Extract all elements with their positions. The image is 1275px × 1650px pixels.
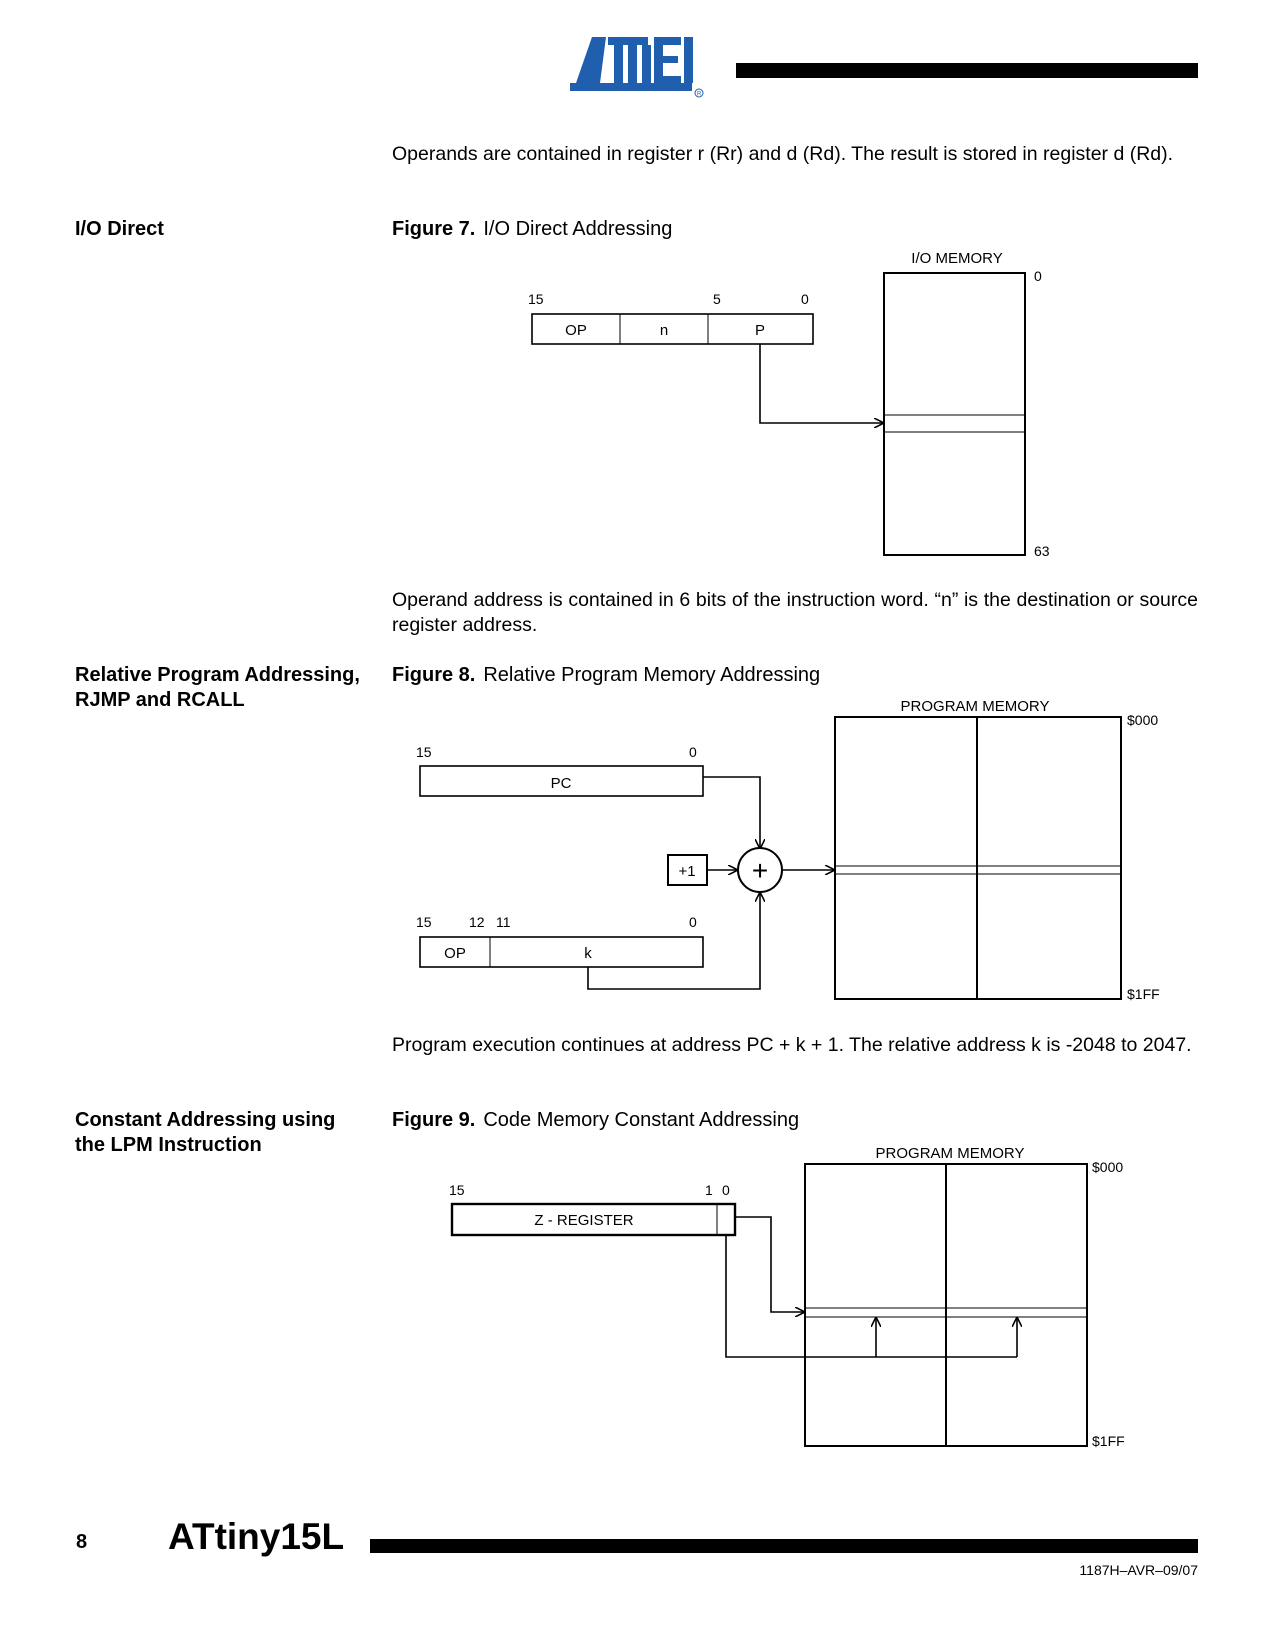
fig8-field-k: k [584, 945, 592, 962]
figure-9-caption: Figure 9. Code Memory Constant Addressing [392, 1108, 799, 1133]
fig9-byte-select-line [725, 1235, 1017, 1358]
fig8-plus-one: +1 [678, 863, 695, 880]
fig8-k-bit-11: 11 [496, 914, 511, 930]
fig8-k-bit-15: 15 [416, 914, 432, 930]
svg-text:R: R [697, 92, 702, 98]
fig9-bit-1: 1 [705, 1182, 713, 1198]
fig7-mem-top: 0 [1034, 268, 1042, 284]
fig8-pc-label: PC [551, 775, 572, 792]
fig7-field-p: P [755, 322, 765, 339]
figure-7-diagram: I/O MEMORY 0 63 15 5 0 OP n P [528, 250, 1050, 559]
section-heading-constant-line1: Constant Addressing using [75, 1109, 336, 1131]
section-heading-constant: Constant Addressing using the LPM Instru… [75, 1108, 375, 1158]
fig7-mem-bottom: 63 [1034, 543, 1050, 559]
fig8-mem-top: $000 [1127, 712, 1158, 728]
header-rule [736, 63, 1198, 78]
paragraph-operands: Operands are contained in register r (Rr… [392, 143, 1174, 165]
figure-9-title: Code Memory Constant Addressing [483, 1109, 800, 1131]
fig8-pc-arrow [703, 776, 760, 848]
fig7-bit-15: 15 [528, 291, 544, 307]
paragraph-operand-address: Operand address is contained in 6 bits o… [392, 589, 1198, 636]
section-heading-io-direct: I/O Direct [75, 218, 164, 240]
fig8-adder-symbol: + [752, 855, 768, 886]
footer-rule [370, 1539, 1198, 1553]
fig8-pc-bit-0: 0 [689, 744, 697, 760]
fig7-memory-label: I/O MEMORY [911, 250, 1002, 267]
fig9-address-arrow [735, 1216, 804, 1312]
fig8-pc-bit-15: 15 [416, 744, 432, 760]
figure-9-label: Figure 9. [392, 1109, 476, 1131]
figure-8-title: Relative Program Memory Addressing [483, 664, 821, 686]
fig9-memory-label: PROGRAM MEMORY [876, 1145, 1025, 1162]
figure-7-label: Figure 7. [392, 218, 476, 240]
fig7-bit-0: 0 [801, 291, 809, 307]
paragraph-program-execution: Program execution continues at address P… [392, 1034, 1192, 1056]
figure-9-diagram: PROGRAM MEMORY $000 $1FF 15 1 0 Z - REGI… [449, 1145, 1125, 1449]
fig7-arrow [759, 344, 883, 423]
fig9-z-label: Z - REGISTER [534, 1212, 633, 1229]
fig9-bit-0: 0 [722, 1182, 730, 1198]
fig8-k-bit-0: 0 [689, 914, 697, 930]
page-number: 8 [76, 1531, 88, 1553]
fig8-k-bit-12: 12 [469, 914, 485, 930]
section-heading-relative-line2: RJMP and RCALL [75, 689, 245, 711]
figure-7-title: I/O Direct Addressing [483, 218, 673, 240]
figure-8-diagram: PROGRAM MEMORY $000 $1FF 15 0 PC +1 + 15… [416, 698, 1160, 1002]
fig7-instruction-word [531, 313, 814, 345]
section-heading-relative: Relative Program Addressing, RJMP and RC… [75, 663, 375, 713]
atmel-logo: R [570, 35, 705, 99]
fig8-field-op: OP [444, 945, 466, 962]
figure-7-caption: Figure 7. I/O Direct Addressing [392, 217, 672, 242]
figure-8-caption: Figure 8. Relative Program Memory Address… [392, 663, 820, 688]
fig8-mem-bottom: $1FF [1127, 986, 1160, 1002]
fig7-io-memory-block [883, 272, 1026, 556]
document-code: 1187H–AVR–09/07 [1079, 1562, 1198, 1578]
figure-8-label: Figure 8. [392, 664, 476, 686]
section-heading-relative-line1: Relative Program Addressing, [75, 664, 360, 686]
fig9-bit-15: 15 [449, 1182, 465, 1198]
section-heading-constant-line2: the LPM Instruction [75, 1134, 262, 1156]
fig7-bit-5: 5 [713, 291, 721, 307]
fig8-k-arrow [587, 893, 760, 990]
fig8-memory-label: PROGRAM MEMORY [901, 698, 1050, 715]
fig7-field-op: OP [565, 322, 587, 339]
fig8-instruction-word [419, 936, 704, 968]
footer-title: ATtiny15L [168, 1516, 345, 1557]
fig9-z-register [450, 1202, 737, 1237]
fig9-mem-bottom: $1FF [1092, 1433, 1125, 1449]
fig8-pc-register [419, 765, 704, 797]
fig7-field-n: n [660, 322, 668, 339]
fig9-mem-top: $000 [1092, 1159, 1123, 1175]
